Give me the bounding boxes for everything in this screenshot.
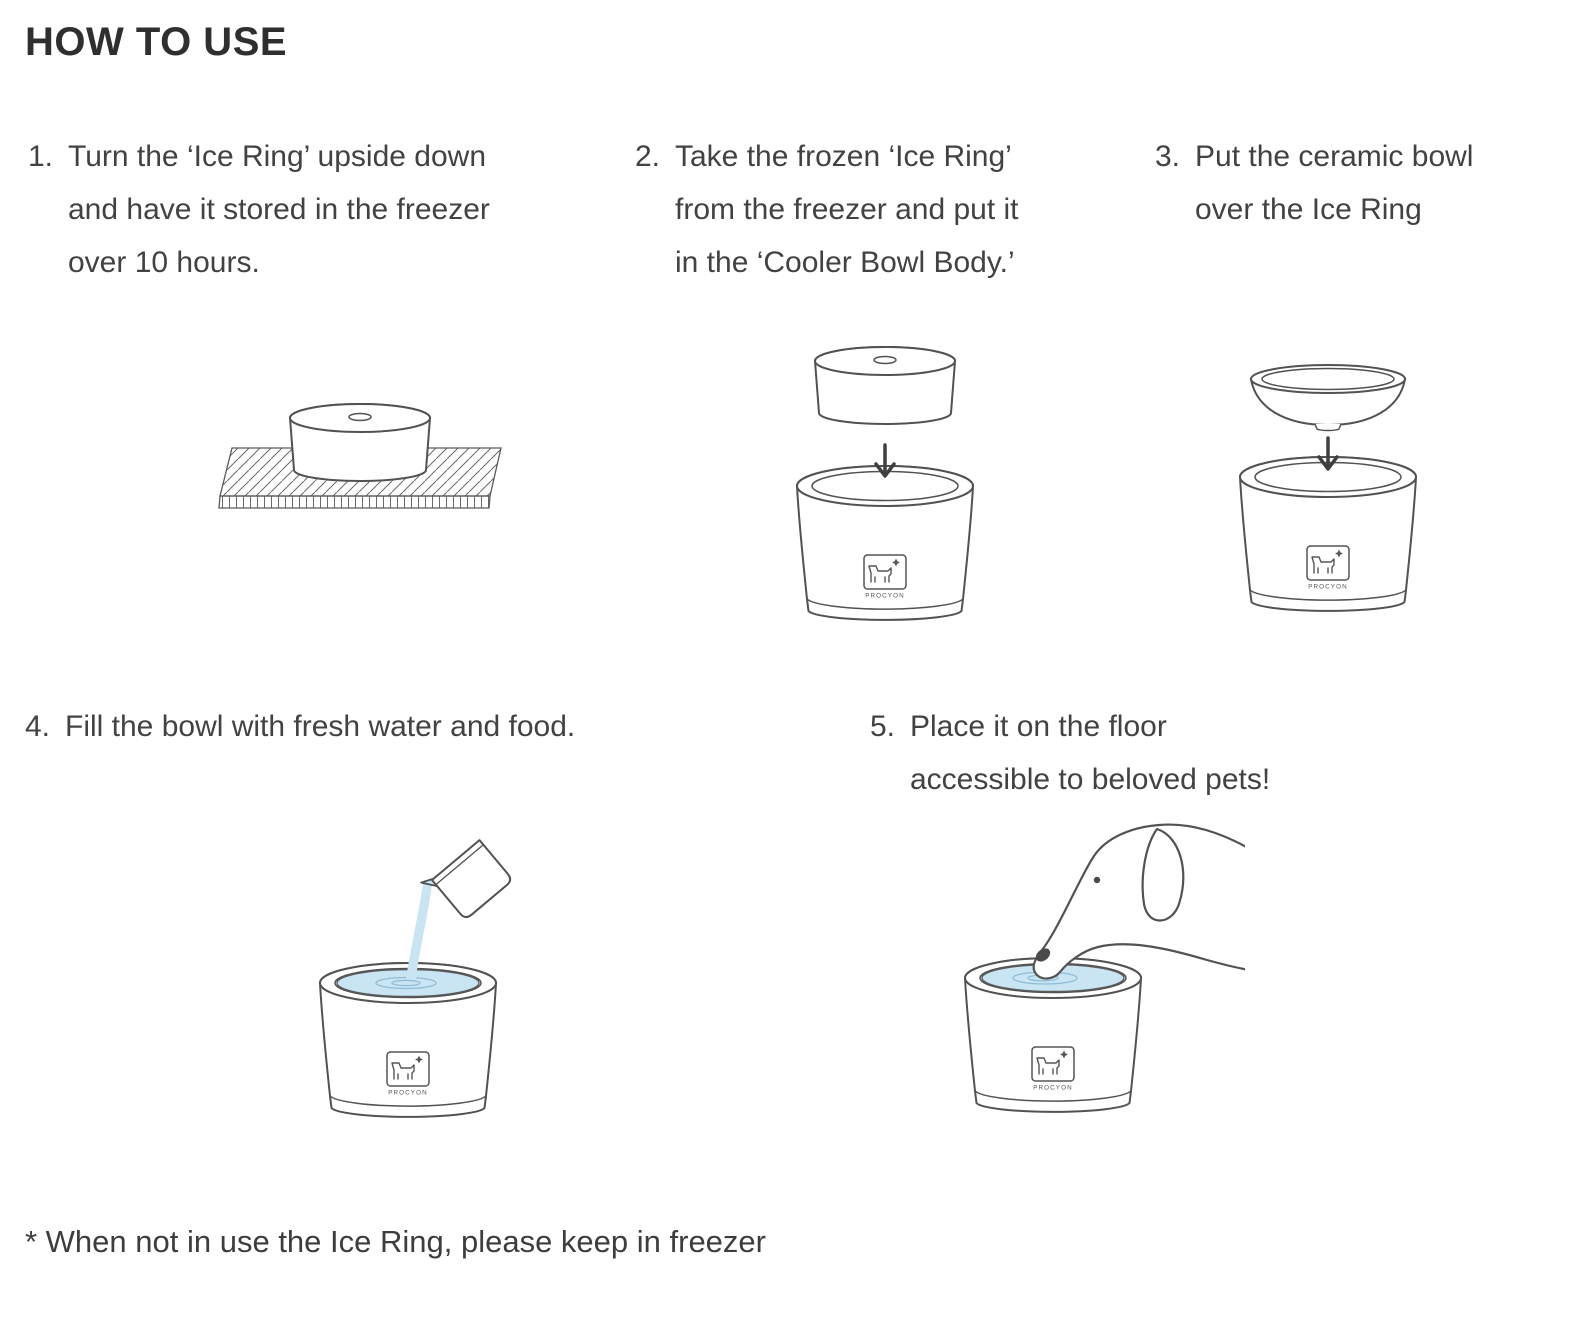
- step-2-line-3: in the ‘Cooler Bowl Body.’: [675, 246, 1015, 279]
- pitcher-inner-rim: [435, 844, 484, 886]
- step-5-number: 5.: [870, 710, 896, 743]
- ceramic-bowl: [1250, 364, 1406, 432]
- step-1-line-3: over 10 hours.: [68, 246, 260, 279]
- page-title: HOW TO USE: [25, 20, 288, 64]
- ice-ring-upside-down: [289, 403, 431, 482]
- step-2-lines: Take the frozen ‘Ice Ring’ from the free…: [675, 130, 1019, 289]
- illustration-step1-ice-ring-in-freezer: [218, 403, 502, 509]
- step-2-line-1: Take the frozen ‘Ice Ring’: [675, 140, 1012, 173]
- step-2-number: 2.: [635, 140, 661, 173]
- dog-ear: [1141, 827, 1185, 922]
- illustration-step4-fill-bowl: [319, 839, 512, 1118]
- dog-head: [1032, 823, 1245, 980]
- step-4-lines: Fill the bowl with fresh water and food.: [65, 700, 575, 753]
- pitcher-body: [431, 839, 512, 919]
- step-1-line-1: Turn the ‘Ice Ring’ upside down: [68, 140, 487, 173]
- water-ripple: [391, 979, 421, 987]
- step-5-line-1: Place it on the floor: [910, 710, 1167, 743]
- dog-head-outline: [1032, 823, 1245, 980]
- step-4-text: 4. Fill the bowl with fresh water and fo…: [25, 700, 575, 753]
- step-4-line-1: Fill the bowl with fresh water and food.: [65, 710, 576, 743]
- step-1-text: 1. Turn the ‘Ice Ring’ upside down and h…: [28, 130, 490, 289]
- step-5-text: 5. Place it on the floor accessible to b…: [870, 700, 1270, 806]
- water-pitcher: [420, 839, 512, 919]
- frozen-ice-ring: [814, 346, 956, 425]
- illustration-step3-ceramic-bowl-over-ring: [1239, 364, 1417, 612]
- step-5-lines: Place it on the floor accessible to belo…: [910, 700, 1270, 806]
- step-3-text: 3. Put the ceramic bowl over the Ice Rin…: [1155, 130, 1473, 236]
- cooler-bowl-body: [796, 465, 974, 621]
- step-2-line-2: from the freezer and put it: [675, 193, 1019, 226]
- step-5-line-2: accessible to beloved pets!: [910, 763, 1271, 796]
- dog-nose: [1035, 948, 1051, 962]
- step-3-lines: Put the ceramic bowl over the Ice Ring: [1195, 130, 1473, 236]
- step-1-lines: Turn the ‘Ice Ring’ upside down and have…: [68, 130, 490, 289]
- step-3-line-2: over the Ice Ring: [1195, 193, 1422, 226]
- pitcher-spout: [420, 878, 439, 888]
- step-1-number: 1.: [28, 140, 54, 173]
- step-3-number: 3.: [1155, 140, 1181, 173]
- illustration-step5-dog-drinking: [964, 823, 1245, 1113]
- water-ripple: [375, 976, 437, 990]
- step-4-number: 4.: [25, 710, 51, 743]
- step-1-line-2: and have it stored in the freezer: [68, 193, 490, 226]
- water-stream: [406, 884, 432, 979]
- step-3-line-1: Put the ceramic bowl: [1195, 140, 1474, 173]
- footnote: * When not in use the Ice Ring, please k…: [25, 1224, 766, 1259]
- step-2-text: 2. Take the frozen ‘Ice Ring’ from the f…: [635, 130, 1019, 289]
- dog-eye: [1093, 876, 1101, 884]
- cooler-bowl-body: [1239, 456, 1417, 612]
- illustration-step2-ring-into-body: [796, 346, 974, 621]
